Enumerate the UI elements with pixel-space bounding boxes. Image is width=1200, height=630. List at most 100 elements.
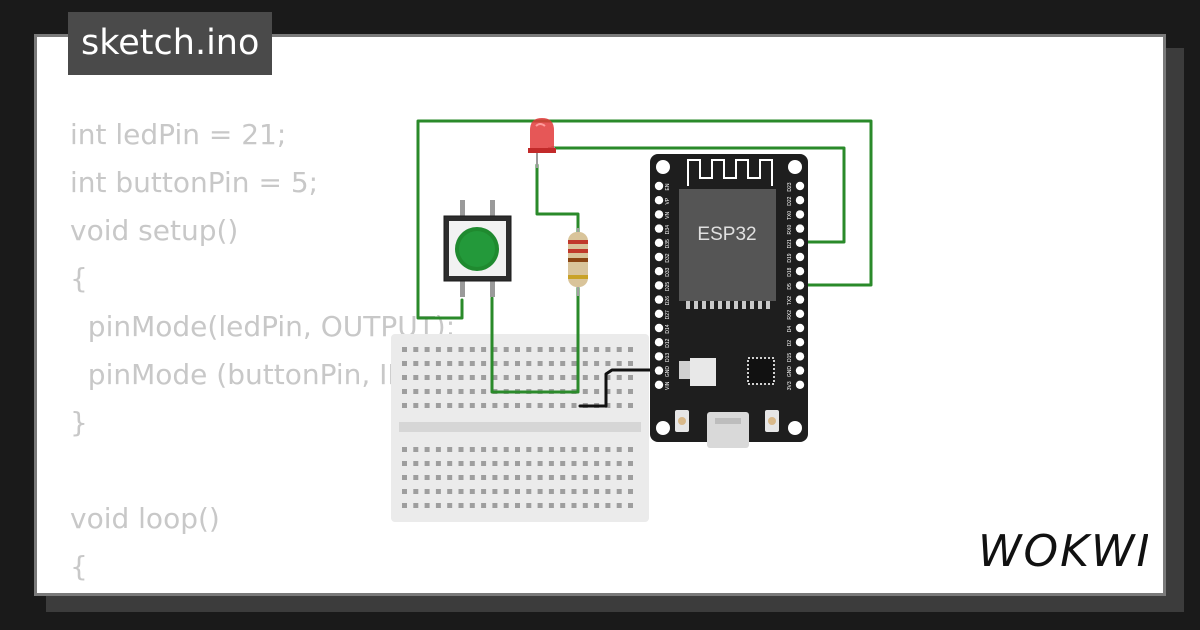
breadboard-hole xyxy=(447,489,453,494)
pin-d26[interactable] xyxy=(654,295,664,304)
breadboard-hole xyxy=(537,461,543,466)
pin-rx0[interactable] xyxy=(795,224,805,233)
pin-3v3[interactable] xyxy=(795,380,805,389)
regulator xyxy=(690,358,716,386)
usb-port[interactable] xyxy=(707,412,749,448)
breadboard-hole xyxy=(526,375,532,380)
breadboard-hole xyxy=(402,375,407,380)
pin-d2[interactable] xyxy=(795,338,805,347)
breadboard-hole xyxy=(628,361,633,366)
pin-d33[interactable] xyxy=(654,267,664,276)
breadboard-hole xyxy=(492,375,498,380)
breadboard-hole xyxy=(594,475,600,480)
pin-gnd[interactable] xyxy=(795,366,805,375)
project-card[interactable]: int ledPin = 21;int buttonPin = 5;void s… xyxy=(34,34,1166,596)
breadboard-hole xyxy=(413,361,419,366)
pin-rx2[interactable] xyxy=(795,309,805,318)
breadboard-hole xyxy=(605,389,611,394)
breadboard-hole xyxy=(571,447,577,452)
breadboard-hole xyxy=(447,461,453,466)
pin-label: TX0 xyxy=(787,211,793,220)
breadboard-hole xyxy=(402,447,407,452)
pin-d32[interactable] xyxy=(654,252,664,262)
pin-vin[interactable] xyxy=(654,380,664,389)
pin-d18[interactable] xyxy=(795,267,805,276)
pin-vn[interactable] xyxy=(654,210,664,219)
breadboard-hole xyxy=(548,361,554,366)
breadboard-hole xyxy=(571,489,577,494)
pin-d13[interactable] xyxy=(654,352,664,361)
pin-label: D12 xyxy=(665,338,671,347)
pin-vp[interactable] xyxy=(654,196,664,205)
breadboard-hole xyxy=(447,347,453,352)
pin-d5[interactable] xyxy=(795,281,805,290)
pin-d15[interactable] xyxy=(795,352,805,361)
breadboard-hole xyxy=(582,503,588,508)
breadboard-hole xyxy=(628,475,633,480)
led-icon[interactable] xyxy=(528,118,556,168)
pin-d19[interactable] xyxy=(795,252,805,262)
pin-d35[interactable] xyxy=(654,238,664,247)
pin-label: D18 xyxy=(787,267,793,276)
pushbutton-icon[interactable] xyxy=(443,200,512,297)
breadboard-hole xyxy=(548,475,554,480)
mount-hole xyxy=(788,421,802,435)
pin-d14[interactable] xyxy=(654,323,664,333)
breadboard-hole xyxy=(481,461,487,466)
breadboard-hole xyxy=(503,361,509,366)
breadboard-hole xyxy=(616,347,622,352)
breadboard-hole xyxy=(571,403,577,408)
pin-label: GND xyxy=(665,366,671,378)
esp32-board-icon[interactable]: ESP32 ENVPVND34D35D32D33D25D26D27D14D12D… xyxy=(650,154,808,448)
breadboard-hole xyxy=(582,375,588,380)
resistor-band xyxy=(568,258,588,262)
breadboard-hole xyxy=(458,489,464,494)
breadboard-hole xyxy=(560,375,566,380)
breadboard-hole xyxy=(571,475,577,480)
breadboard-hole xyxy=(537,503,543,508)
pin-d25[interactable] xyxy=(654,281,664,290)
pin-label: D23 xyxy=(787,182,793,191)
pin-tx2[interactable] xyxy=(795,295,805,304)
breadboard-hole xyxy=(616,461,622,466)
pin-d4[interactable] xyxy=(795,323,805,333)
pin-gnd[interactable] xyxy=(654,366,664,375)
breadboard-hole xyxy=(458,403,464,408)
pushbutton-leg xyxy=(460,279,465,297)
antenna-trace xyxy=(687,159,773,186)
code-line: pinMode(ledPin, OUTPUT); xyxy=(70,310,456,343)
pin-d27[interactable] xyxy=(654,309,664,318)
breadboard-hole xyxy=(594,489,600,494)
breadboard-hole xyxy=(560,475,566,480)
breadboard-hole xyxy=(424,447,430,452)
pin-label: VP xyxy=(665,197,671,204)
pin-d22[interactable] xyxy=(795,196,805,205)
pin-label: D14 xyxy=(665,324,671,333)
pin-d21[interactable] xyxy=(795,238,805,247)
resistor-icon xyxy=(568,228,588,296)
breadboard-hole xyxy=(605,361,611,366)
breadboard-hole xyxy=(413,461,419,466)
code-line: } xyxy=(70,406,88,439)
breadboard-hole xyxy=(424,461,430,466)
pin-d23[interactable] xyxy=(795,181,805,191)
pin-d12[interactable] xyxy=(654,338,664,347)
breadboard-hole xyxy=(628,375,633,380)
board-pins: ENVPVND34D35D32D33D25D26D27D14D12D13GNDV… xyxy=(654,181,805,390)
breadboard-hole xyxy=(503,347,509,352)
breadboard-hole xyxy=(628,347,633,352)
pin-d34[interactable] xyxy=(654,224,664,233)
breadboard-hole xyxy=(413,389,419,394)
breadboard-hole xyxy=(492,489,498,494)
breadboard-hole xyxy=(605,461,611,466)
breadboard-hole xyxy=(594,361,600,366)
breadboard-hole xyxy=(628,447,633,452)
pin-label: GND xyxy=(787,366,793,378)
breadboard-hole xyxy=(548,447,554,452)
breadboard-hole xyxy=(571,347,577,352)
breadboard-hole xyxy=(458,503,464,508)
pin-tx0[interactable] xyxy=(795,210,805,219)
pin-en[interactable] xyxy=(654,181,664,191)
breadboard-hole xyxy=(548,489,554,494)
